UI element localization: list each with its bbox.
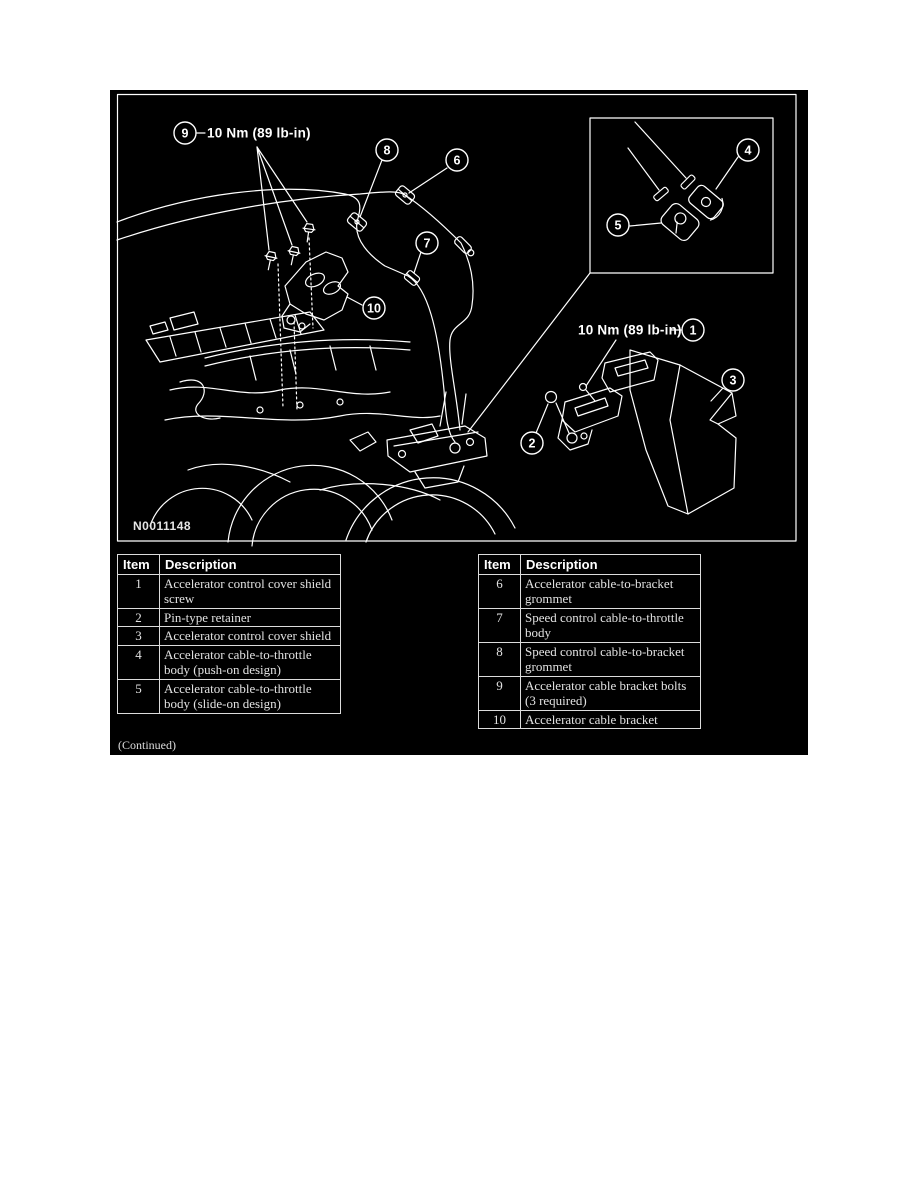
table-row: 9 Accelerator cable bracket bolts (3 req… xyxy=(478,675,701,711)
speed-cable-grommet xyxy=(346,212,368,232)
push-on-cable-end xyxy=(688,184,724,221)
table-row: 1 Accelerator control cover shield screw xyxy=(117,573,341,609)
svg-text:10: 10 xyxy=(367,302,381,316)
description-cell: Accelerator cable-to-throttle body (slid… xyxy=(159,678,341,714)
slide-on-cable-end xyxy=(660,202,700,242)
table-header-row: Item Description xyxy=(117,554,341,575)
table-row: 2 Pin-type retainer xyxy=(117,607,341,627)
callout-6: 6 xyxy=(445,148,469,172)
description-cell: Accelerator control cover shield xyxy=(159,626,341,646)
description-cell: Speed control cable-to-bracket grommet xyxy=(520,641,701,677)
item-header: Item xyxy=(478,554,521,575)
callout-4: 4 xyxy=(736,138,760,162)
description-cell: Speed control cable-to-throttle body xyxy=(520,607,701,643)
figure-id: N0011148 xyxy=(133,519,191,533)
description-cell: Accelerator cable bracket bolts (3 requi… xyxy=(520,675,701,711)
item-cell: 7 xyxy=(478,607,521,643)
description-header: Description xyxy=(520,554,701,575)
cover-shield xyxy=(629,349,737,515)
svg-text:1: 1 xyxy=(690,324,697,338)
callout-leader-lines xyxy=(196,132,739,434)
table-row: 7 Speed control cable-to-throttle body xyxy=(478,607,701,643)
svg-text:4: 4 xyxy=(745,144,752,158)
table-row: 8 Speed control cable-to-bracket grommet xyxy=(478,641,701,677)
callout-3: 3 xyxy=(721,368,745,392)
svg-text:8: 8 xyxy=(384,144,391,158)
svg-text:7: 7 xyxy=(424,237,431,251)
table-row: 5 Accelerator cable-to-throttle body (sl… xyxy=(117,678,341,714)
item-cell: 4 xyxy=(117,644,160,680)
table-row: 10 Accelerator cable bracket xyxy=(478,709,701,729)
svg-text:6: 6 xyxy=(454,154,461,168)
table-row: 6 Accelerator cable-to-bracket grommet xyxy=(478,573,701,609)
engine-diagram: 10 Nm (89 lb-in) 10 Nm (89 lb-in) 1 2 3 … xyxy=(116,93,797,547)
bracket-bolts xyxy=(264,223,316,271)
item-cell: 8 xyxy=(478,641,521,677)
description-cell: Accelerator cable-to-throttle body (push… xyxy=(159,644,341,680)
torque-label-1: 10 Nm (89 lb-in) xyxy=(207,126,311,141)
item-cell: 6 xyxy=(478,573,521,609)
item-cell: 5 xyxy=(117,678,160,714)
table-header-row: Item Description xyxy=(478,554,701,575)
torque-label-2: 10 Nm (89 lb-in) xyxy=(578,323,682,338)
continued-note: (Continued) xyxy=(118,738,176,752)
figure-panel: 10 Nm (89 lb-in) 10 Nm (89 lb-in) 1 2 3 … xyxy=(110,90,808,755)
cover-shield-assembly xyxy=(544,349,737,515)
item-cell: 1 xyxy=(117,573,160,609)
item-cell: 2 xyxy=(117,607,160,627)
svg-text:5: 5 xyxy=(615,219,622,233)
cable-end-connector xyxy=(454,236,475,257)
inset-leader-line xyxy=(467,272,591,433)
item-cell: 9 xyxy=(478,675,521,711)
item-cell: 10 xyxy=(478,709,521,729)
callout-5: 5 xyxy=(606,213,630,237)
diagram-frame xyxy=(116,93,797,542)
throttle-body-bracket xyxy=(386,391,488,489)
svg-text:2: 2 xyxy=(529,437,536,451)
cable-end-inset xyxy=(467,117,774,433)
accel-cable-grommet xyxy=(394,185,416,205)
svg-text:9: 9 xyxy=(182,127,189,141)
description-header: Description xyxy=(159,554,341,575)
pin-type-retainer xyxy=(544,390,570,434)
engine-line-art xyxy=(145,237,516,547)
cover-shield-screw xyxy=(578,382,596,402)
description-cell: Pin-type retainer xyxy=(159,607,341,627)
description-cell: Accelerator control cover shield screw xyxy=(159,573,341,609)
callout-7: 7 xyxy=(415,231,439,255)
description-cell: Accelerator cable bracket xyxy=(520,709,701,729)
control-cables xyxy=(116,185,475,443)
accelerator-cable-bracket xyxy=(281,251,349,333)
callout-9: 9 xyxy=(173,121,197,145)
item-header: Item xyxy=(117,554,160,575)
parts-table-right: Item Description 6 Accelerator cable-to-… xyxy=(478,554,701,729)
callout-1: 1 xyxy=(681,318,705,342)
item-cell: 3 xyxy=(117,626,160,646)
callout-8: 8 xyxy=(375,138,399,162)
parts-table-left: Item Description 1 Accelerator control c… xyxy=(117,554,341,714)
table-row: 4 Accelerator cable-to-throttle body (pu… xyxy=(117,644,341,680)
table-row: 3 Accelerator control cover shield xyxy=(117,626,341,646)
speed-cable-throttle-fitting xyxy=(403,270,421,286)
svg-text:3: 3 xyxy=(730,374,737,388)
callout-2: 2 xyxy=(520,431,544,455)
callout-10: 10 xyxy=(362,296,386,320)
description-cell: Accelerator cable-to-bracket grommet xyxy=(520,573,701,609)
